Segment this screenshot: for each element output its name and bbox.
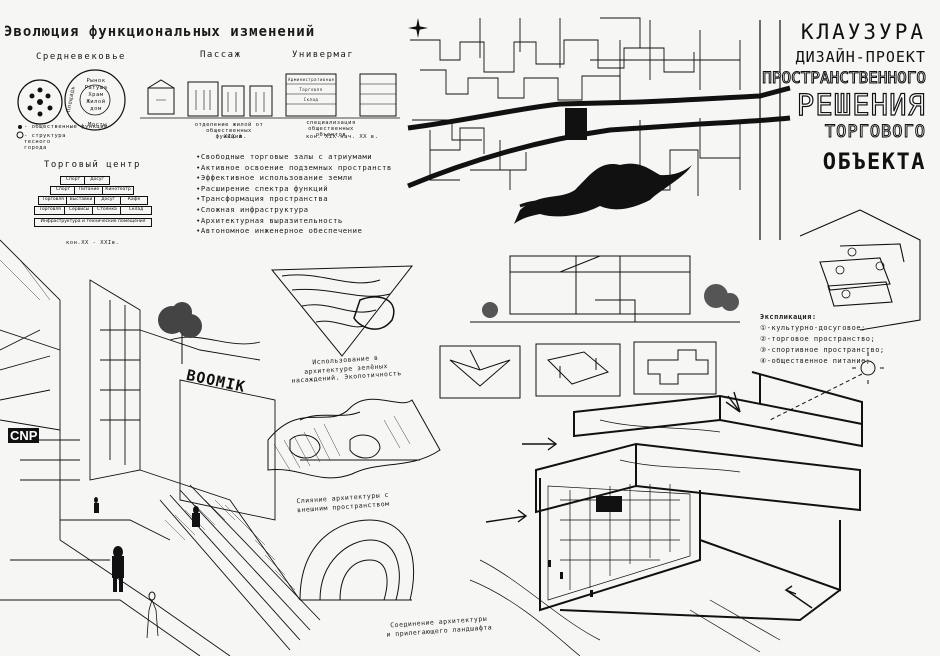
circle-label-house: Жилой дом bbox=[86, 99, 106, 112]
department-boxes: Административные помещения Торговля Скла… bbox=[288, 75, 334, 105]
explication-item: ④-общественное питание; bbox=[760, 357, 871, 365]
department-caption: специализация общественных объектов bbox=[306, 120, 356, 138]
circle-label-hall: Ратуша bbox=[84, 85, 108, 91]
feature-item: •Архитектурная выразительность bbox=[196, 215, 343, 225]
feature-item: •Расширение спектра функций bbox=[196, 183, 329, 193]
department-box-admin: Административные помещения bbox=[288, 77, 334, 82]
feature-item: •Эффективное использование земли bbox=[196, 173, 353, 183]
explication-item: ①-культурно-досуговое; bbox=[760, 324, 866, 332]
circle-label-market: Рынок bbox=[86, 78, 106, 84]
explication-item: ③-спортивное пространство; bbox=[760, 346, 885, 354]
explication-item: ②-торговое пространство; bbox=[760, 335, 876, 343]
sign-left: CNP bbox=[8, 428, 40, 443]
feature-item: •Сложная инфраструктура bbox=[196, 204, 309, 214]
feature-item: •Свободные торговые залы с атриумами bbox=[196, 152, 373, 161]
feature-item: •Активное освоение подземных пространств bbox=[196, 162, 392, 172]
project-title-line6: ОБЪЕКТА bbox=[822, 150, 926, 175]
passage-century: XIX в. bbox=[224, 134, 247, 140]
page-title: Эволюция функциональных изменений bbox=[4, 24, 316, 40]
circle-bottom-label: Мосты bbox=[88, 122, 108, 128]
mall-box: Досуг bbox=[84, 176, 110, 185]
medieval-circle-labels: Рынок Ратуша Храм Жилой дом bbox=[83, 78, 109, 113]
project-title-line3: ПРОСТРАНСТВЕННОГО bbox=[762, 68, 927, 88]
mall-box: Кинотеатр bbox=[102, 186, 134, 195]
department-box-trade: Торговля bbox=[299, 87, 323, 92]
explication-heading: Экспликация: bbox=[760, 313, 817, 321]
stage-department-label: Универмаг bbox=[292, 50, 355, 60]
feature-item: •Автономное инженерное обеспечение bbox=[196, 226, 363, 236]
legend-line-2: - структура тесного города bbox=[24, 133, 66, 151]
legend-line-1: - общественные функции bbox=[24, 124, 108, 130]
stage-passage-label: Пассаж bbox=[200, 50, 242, 60]
mall-era: кон.XX - XXIв. bbox=[66, 240, 120, 246]
project-title-line4: РЕШЕНИЯ bbox=[796, 87, 926, 122]
passage-caption: отделение жилой от общественных функций bbox=[194, 122, 264, 140]
stage-medieval-label: Средневековье bbox=[36, 52, 126, 62]
mall-box: Кафе bbox=[120, 196, 148, 205]
features-list: •Свободные торговые залы с атриумами •Ак… bbox=[196, 152, 392, 237]
mall-heading: Торговый центр bbox=[44, 160, 141, 170]
project-title-line2: ДИЗАЙН-ПРОЕКТ bbox=[795, 48, 926, 66]
circle-label-temple: Храм bbox=[88, 92, 104, 98]
department-box-storage: Склад bbox=[303, 97, 319, 102]
project-title-line1: КЛАУЗУРА bbox=[800, 20, 926, 44]
feature-item: •Трансформация пространства bbox=[196, 194, 329, 204]
department-century: кон. XIX-нач. XX в. bbox=[306, 134, 379, 140]
mall-box: Инфраструктура и технические помещения bbox=[34, 218, 152, 227]
explication: Экспликация: ①-культурно-досуговое; ②-то… bbox=[760, 312, 885, 367]
mall-box: Склад bbox=[120, 206, 152, 215]
project-title-line5: ТОРГОВОГО bbox=[824, 122, 926, 143]
